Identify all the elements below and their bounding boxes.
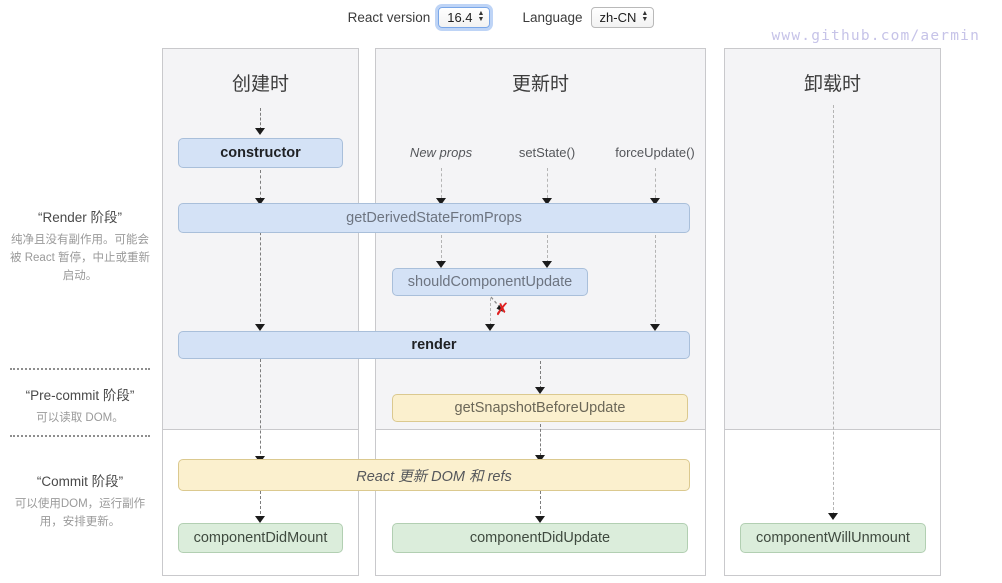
- phase-description: 纯净且没有副作用。可能会被 React 暂停，中止或重新启动。: [10, 234, 150, 282]
- phase-title: “Pre-commit 阶段”: [25, 388, 135, 403]
- node-get-snapshot-before-update[interactable]: getSnapshotBeforeUpdate: [392, 394, 688, 422]
- phase-description: 可以读取 DOM。: [36, 412, 124, 424]
- phase-title: “Commit 阶段”: [36, 474, 124, 489]
- trigger-set-state: setState(): [518, 145, 576, 160]
- language-label: Language: [522, 9, 583, 25]
- phase-pre-commit: “Pre-commit 阶段” 可以读取 DOM。: [8, 384, 152, 428]
- arrowhead-icon: [255, 324, 265, 331]
- arrow-line-render-to-snapshot: [540, 361, 541, 389]
- arrow-line-commit-to-did-mount: [260, 491, 261, 519]
- arrowhead-icon: [255, 198, 265, 205]
- stepper-arrows-icon[interactable]: ▲▼: [641, 10, 649, 23]
- stepper-arrows-icon[interactable]: ▲▼: [477, 10, 485, 23]
- arrow-line-force-update-bypass: [655, 235, 656, 327]
- arrow-line-dom-update-to-did-update: [540, 491, 541, 519]
- node-constructor[interactable]: constructor: [178, 138, 343, 168]
- language-select[interactable]: zh-CN ▲▼: [590, 6, 655, 28]
- column-title-updating: 更新时: [511, 74, 569, 95]
- arrow-line-force-update: [655, 168, 656, 198]
- phase-description: 可以使用DOM，运行副作用，安排更新。: [14, 498, 146, 528]
- arrow-line-snapshot-to-dom-update: [540, 424, 541, 456]
- react-version-value: 16.4: [447, 9, 473, 25]
- phase-divider: [10, 368, 150, 370]
- skip-render-x-icon: ✗: [495, 300, 510, 320]
- arrow-line-new-props: [441, 168, 442, 198]
- arrow-line-setstate-to-scu: [547, 235, 548, 263]
- arrow-line-set-state: [547, 168, 548, 198]
- react-version-select[interactable]: 16.4 ▲▼: [438, 6, 491, 28]
- node-should-component-update[interactable]: shouldComponentUpdate: [392, 268, 588, 296]
- watermark: www.github.com/aermin: [771, 28, 980, 44]
- column-title-mounting: 创建时: [231, 74, 289, 95]
- node-render[interactable]: render: [178, 331, 690, 359]
- arrowhead-icon: [535, 387, 545, 394]
- node-component-did-mount[interactable]: componentDidMount: [178, 523, 343, 553]
- arrow-line-gdsfp-to-scu: [441, 235, 442, 263]
- react-version-label: React version: [347, 9, 431, 25]
- arrowhead-icon: [542, 261, 552, 268]
- arrow-line-to-constructor: [260, 108, 261, 130]
- arrow-line-constructor-to-gdsfp: [260, 170, 261, 200]
- toolbar: React version 16.4 ▲▼ Language zh-CN ▲▼: [0, 0, 1002, 34]
- trigger-new-props: New props: [409, 145, 473, 160]
- zone-divider: [725, 429, 940, 430]
- column-title-unmounting: 卸载时: [803, 74, 861, 95]
- arrow-line-scu-to-render: [490, 298, 491, 326]
- node-component-will-unmount[interactable]: componentWillUnmount: [740, 523, 926, 553]
- node-get-derived-state-from-props[interactable]: getDerivedStateFromProps: [178, 203, 690, 233]
- arrowhead-icon: [650, 198, 660, 205]
- arrowhead-icon: [542, 198, 552, 205]
- arrow-line-render-to-commit-mount: [260, 359, 261, 459]
- arrow-line-gdsfp-to-render-mount: [260, 227, 261, 327]
- node-component-did-update[interactable]: componentDidUpdate: [392, 523, 688, 553]
- arrowhead-icon: [535, 455, 545, 462]
- unmounting-render-zone: [725, 49, 940, 429]
- node-react-updates-dom-and-refs[interactable]: React 更新 DOM 和 refs: [178, 459, 690, 491]
- phase-divider: [10, 435, 150, 437]
- arrow-line-to-will-unmount: [833, 105, 834, 515]
- phase-commit: “Commit 阶段” 可以使用DOM，运行副作用，安排更新。: [8, 470, 152, 532]
- scu-false-branch-arrow: [490, 296, 504, 312]
- language-value: zh-CN: [599, 9, 637, 25]
- phase-title: “Render 阶段”: [37, 210, 123, 225]
- phase-sidebar: “Render 阶段” 纯净且没有副作用。可能会被 React 暂停，中止或重新…: [0, 46, 160, 583]
- arrowhead-icon: [436, 261, 446, 268]
- arrowhead-icon: [255, 128, 265, 135]
- arrowhead-icon: [485, 324, 495, 331]
- arrowhead-icon: [535, 516, 545, 523]
- arrowhead-icon: [436, 198, 446, 205]
- trigger-force-update: forceUpdate(): [615, 145, 695, 160]
- arrowhead-icon: [828, 513, 838, 520]
- arrowhead-icon: [650, 324, 660, 331]
- phase-render: “Render 阶段” 纯净且没有副作用。可能会被 React 暂停，中止或重新…: [8, 206, 152, 285]
- arrowhead-icon: [255, 516, 265, 523]
